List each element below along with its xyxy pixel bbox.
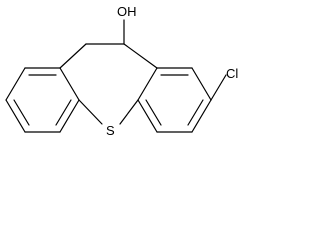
right-benzene-ring [137, 67, 212, 133]
substituent-bonds [123, 19, 227, 101]
chlorine-label: Cl [226, 66, 238, 81]
chemical-structure: OH Cl S [5, 4, 238, 138]
sulfur-label: S [106, 123, 115, 138]
left-benzene-ring [5, 67, 80, 133]
central-ring-bonds [59, 43, 158, 125]
hydroxyl-label: OH [117, 4, 137, 19]
